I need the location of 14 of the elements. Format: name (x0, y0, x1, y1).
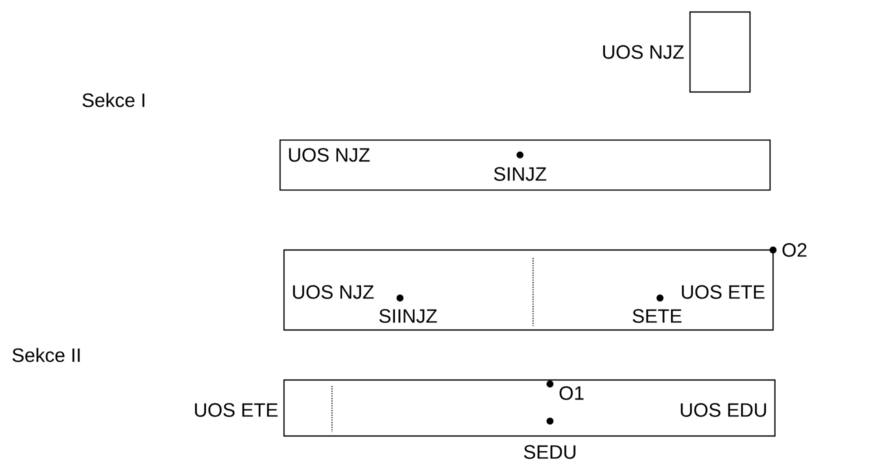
box-label: SEDU (524, 445, 576, 459)
section-label: Sekce II (12, 348, 80, 362)
box-label: UOS ETE (195, 403, 278, 417)
box-label: O1 (560, 386, 584, 400)
box-label: UOS NJZ (603, 45, 684, 59)
box-label: SIINJZ (379, 309, 437, 323)
box-label: UOS NJZ (293, 285, 374, 299)
box-label: UOS EDU (680, 403, 766, 417)
section-label: Sekce I (82, 92, 144, 108)
box-label: SINJZ (494, 167, 546, 181)
box-label: SETE (632, 309, 682, 323)
box-label: UOS NJZ (289, 148, 370, 162)
box-label: UOS ETE (682, 285, 764, 299)
box-label: O2 (782, 243, 806, 257)
